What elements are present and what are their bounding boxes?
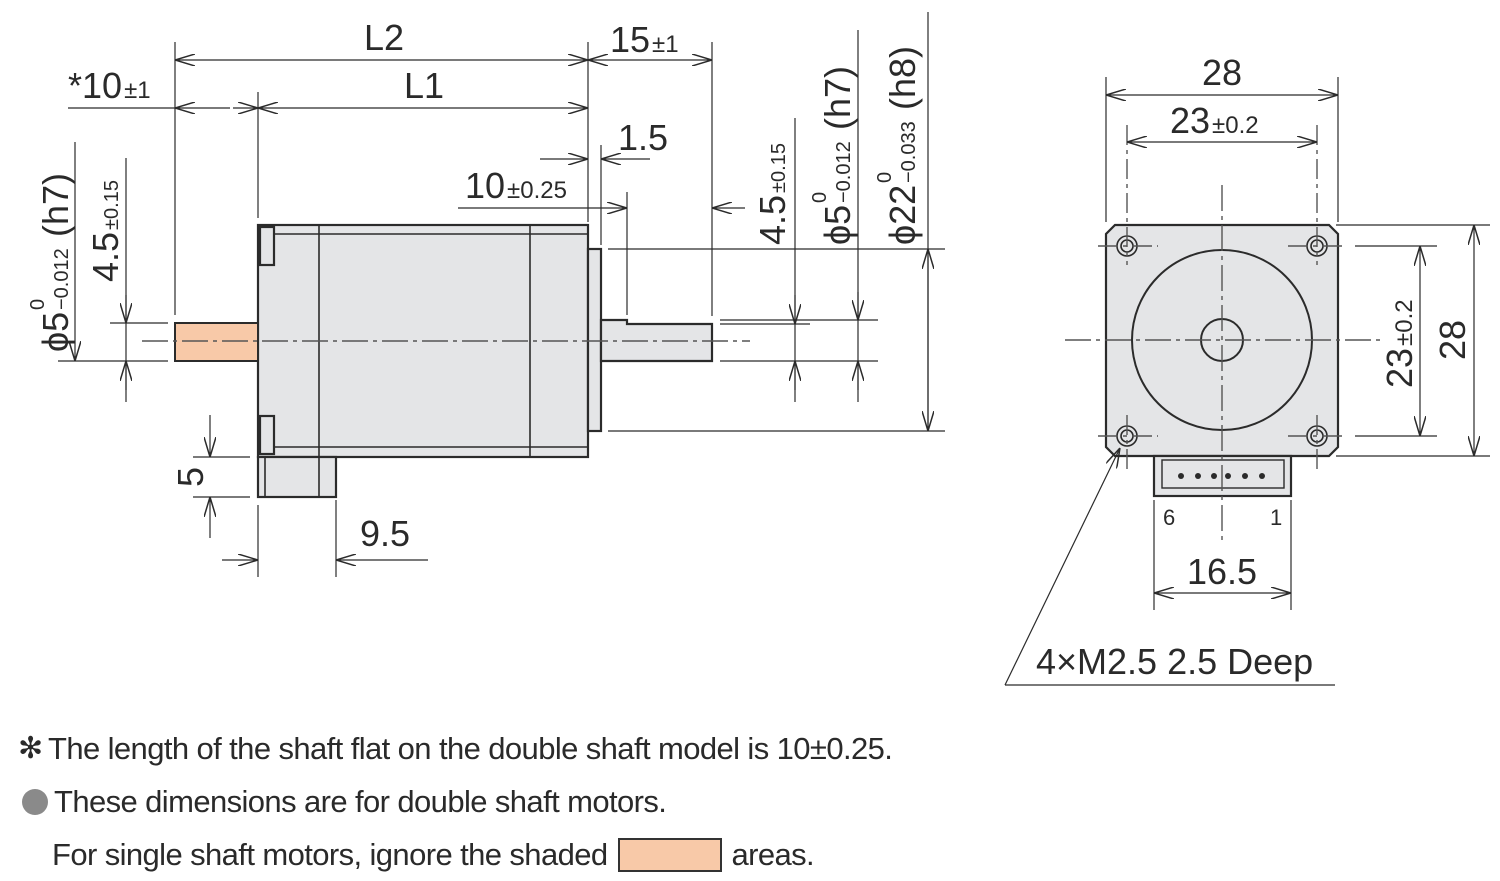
bullet-icon: [22, 788, 48, 815]
dim-pilot-dia: ϕ22 0 −0.033 (h8): [874, 46, 923, 245]
note-text: The length of the shaft flat on the doub…: [48, 731, 893, 766]
dim-width: 28: [1202, 52, 1242, 93]
svg-text:ϕ5: ϕ5: [817, 205, 858, 245]
dim-rear-shaft-length: *10±1: [68, 65, 151, 106]
note-text: For single shaft motors, ignore the shad…: [52, 837, 608, 872]
dim-hole-pitch-v: 23±0.2: [1379, 299, 1420, 388]
dim-pilot-length: 1.5: [618, 117, 668, 158]
connector-side: [256, 455, 338, 499]
dim-height: 28: [1432, 320, 1473, 360]
svg-text:4.5±0.15: 4.5±0.15: [752, 143, 793, 245]
pin-6-label: 6: [1163, 505, 1175, 530]
pilot: [586, 247, 603, 433]
dim-flat-length: 10±0.25: [465, 165, 567, 206]
pin-1-label: 1: [1270, 505, 1282, 530]
connector-pins: [1178, 473, 1265, 479]
dim-flat-height-front: 4.5±0.15: [752, 143, 793, 245]
svg-text:5: 5: [170, 467, 211, 487]
svg-text:4.5±0.15: 4.5±0.15: [85, 180, 126, 282]
dim-front-shaft-length: 15±1: [610, 19, 679, 60]
dim-connector-width-front: 16.5: [1187, 551, 1257, 592]
dim-connector-height: 5: [170, 467, 211, 487]
dim-hole-pitch-h: 23±0.2: [1170, 100, 1259, 141]
svg-text:(h7): (h7): [35, 173, 76, 237]
flange: [1104, 223, 1340, 458]
dim-L2: L2: [364, 17, 404, 58]
svg-text:0: 0: [809, 192, 831, 203]
rear-shaft-shaded: [174, 322, 259, 362]
svg-text:ϕ22: ϕ22: [882, 185, 923, 245]
note-bullet: These dimensions are for double shaft mo…: [18, 775, 892, 828]
note-text: These dimensions are for double shaft mo…: [54, 784, 667, 819]
svg-text:28: 28: [1432, 320, 1473, 360]
front-view: 6 1 28 23±0.2 28 23±0.2: [1004, 52, 1490, 686]
dim-L1: L1: [404, 65, 444, 106]
note-text: areas.: [731, 837, 815, 872]
shaded-swatch: [617, 837, 722, 872]
side-view: L2 L1 *10±1 15±1 1.5 10±0.25: [27, 12, 945, 577]
dim-connector-width: 9.5: [360, 513, 410, 554]
svg-text:−0.033: −0.033: [898, 121, 920, 183]
svg-text:0: 0: [27, 299, 49, 310]
svg-text:−0.012: −0.012: [833, 141, 855, 203]
svg-text:(h7): (h7): [817, 66, 858, 130]
notes: ✻ The length of the shaft flat on the do…: [18, 722, 893, 881]
svg-text:−0.012: −0.012: [51, 248, 73, 310]
asterisk-icon: ✻: [18, 732, 43, 765]
svg-text:(h8): (h8): [882, 46, 923, 110]
dim-shaft-dia-rear: ϕ5 0 −0.012 (h7): [27, 173, 76, 352]
svg-text:ϕ5: ϕ5: [35, 312, 76, 352]
dim-shaft-dia-front: ϕ5 0 −0.012 (h7): [809, 66, 858, 245]
svg-text:23±0.2: 23±0.2: [1379, 299, 1420, 388]
mount-hole-callout: 4×M2.5 2.5 Deep: [1036, 641, 1313, 682]
note-asterisk: ✻ The length of the shaft flat on the do…: [18, 722, 893, 775]
note-shaded: For single shaft motors, ignore the shad…: [18, 828, 892, 881]
dim-flat-height-rear: 4.5±0.15: [85, 180, 126, 282]
svg-text:0: 0: [874, 172, 896, 183]
